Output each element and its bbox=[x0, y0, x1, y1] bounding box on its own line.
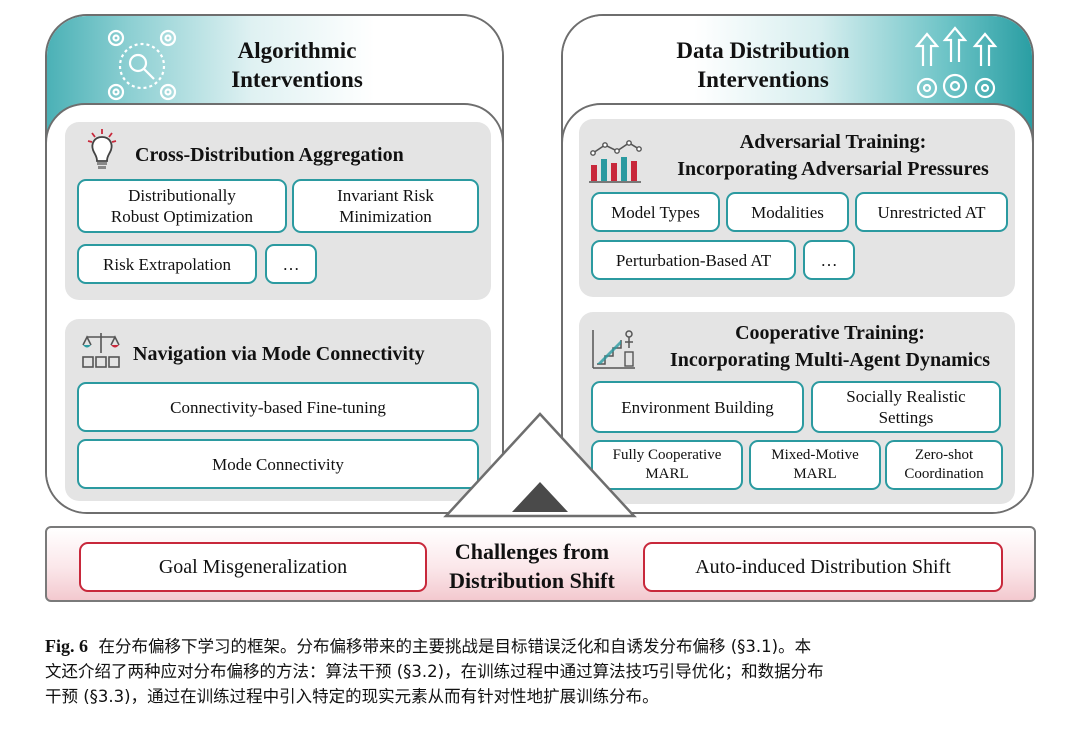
panel-title: Data Distribution Interventions bbox=[653, 36, 873, 94]
environment-building-box: Environment Building bbox=[591, 381, 804, 433]
challenges-band: Goal Misgeneralization Challenges from D… bbox=[45, 526, 1036, 602]
caption-line: Fig. 6 在分布偏移下学习的框架。分布偏移带来的主要挑战是目标错误泛化和自诱… bbox=[45, 634, 1045, 659]
panel-title-line: Interventions bbox=[697, 67, 829, 92]
algorithmic-interventions-panel: Algorithmic Interventions Cross-Distribu… bbox=[45, 14, 504, 514]
more-items-box: … bbox=[265, 244, 317, 284]
caption-line: 干预 (§3.3)，通过在训练过程中引入特定的现实元素从而有针对性地扩展训练分布… bbox=[45, 687, 659, 706]
caption-line: 文还介绍了两种应对分布偏移的方法：算法干预 (§3.2)，在训练过程中通过算法技… bbox=[45, 662, 824, 681]
challenges-title: Challenges from Distribution Shift bbox=[432, 537, 632, 595]
mode-connectivity-box: Mode Connectivity bbox=[77, 439, 479, 489]
growth-steps-icon bbox=[592, 330, 635, 369]
cross-distribution-title: Cross-Distribution Aggregation bbox=[135, 144, 404, 166]
perturbation-based-at-box: Perturbation-Based AT bbox=[591, 240, 796, 280]
modalities-box: Modalities bbox=[726, 192, 849, 232]
data-distribution-interventions-panel: Data Distribution Interventions bbox=[561, 14, 1034, 514]
figure-label: Fig. 6 bbox=[45, 636, 88, 656]
section-title-line: Adversarial Training: bbox=[739, 131, 927, 153]
mode-connectivity-section: Navigation via Mode Connectivity Connect… bbox=[65, 319, 491, 501]
distributionally-robust-optimization-box: Distributionally Robust Optimization bbox=[77, 179, 287, 233]
risk-extrapolation-box: Risk Extrapolation bbox=[77, 244, 257, 284]
mixed-motive-marl-box: Mixed-Motive MARL bbox=[749, 440, 881, 490]
zero-shot-coordination-box: Zero-shot Coordination bbox=[885, 440, 1003, 490]
connectivity-fine-tuning-box: Connectivity-based Fine-tuning bbox=[77, 382, 479, 432]
section-title-line: Incorporating Adversarial Pressures bbox=[677, 158, 989, 180]
central-triangle bbox=[443, 412, 637, 518]
auto-induced-distribution-shift-box: Auto-induced Distribution Shift bbox=[643, 542, 1003, 592]
socially-realistic-settings-box: Socially Realistic Settings bbox=[811, 381, 1001, 433]
gear-cluster-icon bbox=[107, 29, 177, 101]
figure-caption: Fig. 6 在分布偏移下学习的框架。分布偏移带来的主要挑战是目标错误泛化和自诱… bbox=[45, 634, 1045, 709]
goal-misgeneralization-box: Goal Misgeneralization bbox=[79, 542, 427, 592]
unrestricted-at-box: Unrestricted AT bbox=[855, 192, 1008, 232]
adversarial-training-title: Adversarial Training: Incorporating Adve… bbox=[653, 129, 1013, 183]
more-items-box: … bbox=[803, 240, 855, 280]
panel-title-line: Algorithmic bbox=[237, 38, 357, 63]
panel-title: Algorithmic Interventions bbox=[197, 36, 397, 94]
balance-scale-icon bbox=[82, 333, 120, 368]
adversarial-training-section: Adversarial Training: Incorporating Adve… bbox=[579, 119, 1015, 297]
arrows-gears-icon bbox=[914, 26, 998, 99]
section-title-line: Cooperative Training: bbox=[735, 322, 925, 344]
cross-distribution-section: Cross-Distribution Aggregation Distribut… bbox=[65, 122, 491, 300]
invariant-risk-minimization-box: Invariant Risk Minimization bbox=[292, 179, 479, 233]
cooperative-training-title: Cooperative Training: Incorporating Mult… bbox=[645, 320, 1015, 374]
fully-cooperative-marl-box: Fully Cooperative MARL bbox=[591, 440, 743, 490]
model-types-box: Model Types bbox=[591, 192, 720, 232]
caption-text: 在分布偏移下学习的框架。分布偏移带来的主要挑战是目标错误泛化和自诱发分布偏移 (… bbox=[98, 637, 812, 656]
challenges-title-line: Distribution Shift bbox=[449, 568, 615, 593]
bar-chart-icon bbox=[589, 140, 642, 183]
mode-connectivity-title: Navigation via Mode Connectivity bbox=[133, 343, 425, 365]
cooperative-training-section: Cooperative Training: Incorporating Mult… bbox=[579, 312, 1015, 504]
lightbulb-icon bbox=[87, 129, 117, 169]
section-title-line: Incorporating Multi-Agent Dynamics bbox=[670, 349, 990, 371]
panel-title-line: Data Distribution bbox=[676, 38, 850, 63]
challenges-title-line: Challenges from bbox=[454, 539, 610, 564]
inner-panel: Cross-Distribution Aggregation Distribut… bbox=[47, 103, 502, 512]
panel-title-line: Interventions bbox=[231, 67, 363, 92]
inner-panel: Adversarial Training: Incorporating Adve… bbox=[563, 103, 1032, 512]
